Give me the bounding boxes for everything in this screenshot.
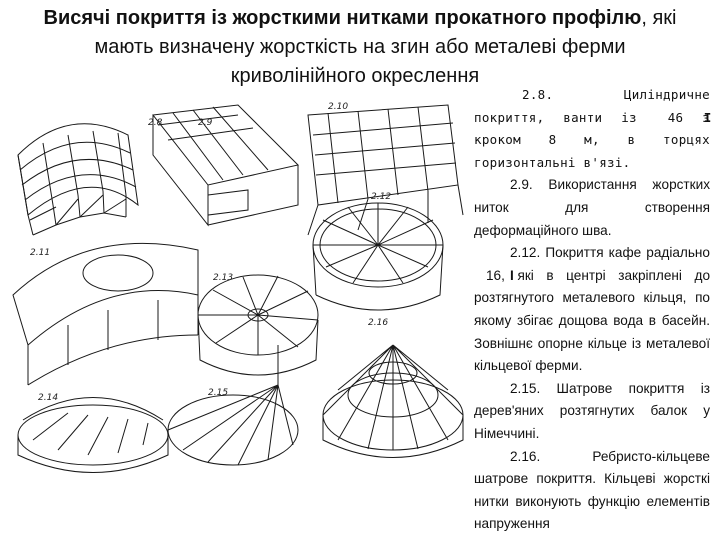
- figure-2-10-frame: [307, 104, 464, 236]
- figure-label-2-15: 2.15: [208, 388, 228, 398]
- slide-title: Висячі покриття із жорсткими нитками про…: [0, 4, 720, 91]
- i-beam-profile-icon: I: [510, 267, 514, 283]
- figure-label-2-9: 2.9: [198, 118, 213, 128]
- desc-2-12: 2.12. Покриття кафе радіально I16, які в…: [474, 245, 710, 374]
- desc-2-8: 2.8. Циліндричне покриття, ванти із I46 …: [474, 87, 712, 170]
- description-text: 2.8. Циліндричне покриття, ванти із I46 …: [474, 84, 712, 536]
- figure-label-2-8: 2.8: [148, 118, 163, 128]
- i-beam-profile-icon: I: [703, 109, 712, 125]
- figure-2-15-tent: [167, 345, 299, 466]
- figure-2-13-spiral: [197, 274, 319, 376]
- figure-2-8-cylindrical-roof: [17, 123, 139, 236]
- figure-2-11-oval-roof: [12, 242, 199, 386]
- desc-2-9: 2.9. Використання жорстких ниток для ств…: [474, 177, 710, 238]
- desc-2-15: 2.15. Шатрове покриття із дерев'яних роз…: [474, 380, 710, 441]
- figure-label-2-13: 2.13: [213, 273, 233, 283]
- title-line-2: мають визначену жорсткість на згин або м…: [94, 36, 626, 58]
- figure-label-2-10: 2.10: [328, 102, 348, 112]
- figure-label-2-16: 2.16: [368, 318, 388, 328]
- figure-2-9-building: [152, 104, 299, 227]
- figure-label-2-11: 2.11: [30, 248, 50, 258]
- figure-label-2-14: 2.14: [38, 393, 58, 403]
- title-line-1: Висячі покриття із жорсткими нитками про…: [43, 7, 677, 29]
- figure-label-2-12: 2.12: [371, 192, 391, 202]
- figure-2-14-ring: [17, 397, 169, 473]
- desc-2-16: 2.16. Ребристо-кільцеве шатрове покриття…: [474, 448, 710, 532]
- figure-2-12-radial-cafe: [312, 202, 444, 311]
- title-line-3: криволінійного окреслення: [230, 65, 480, 87]
- structures-illustration: 2.8 2.9 2.10 2.11 2.12 2.13 2.14 2.15 2.…: [12, 102, 464, 473]
- figure-2-16-conical: [322, 344, 464, 458]
